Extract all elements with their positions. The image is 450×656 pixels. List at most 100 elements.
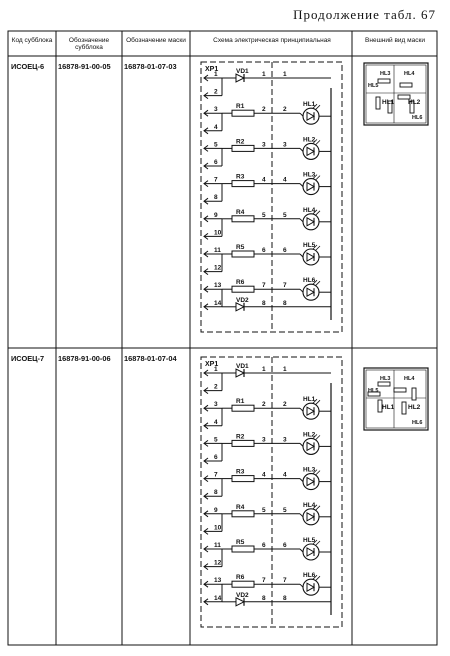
- pin-label: 6: [214, 454, 218, 461]
- resistor-r2: [231, 144, 255, 152]
- pin-label: 5: [214, 141, 218, 148]
- pin-label: 7: [214, 472, 218, 479]
- pin-label: 12: [214, 265, 222, 272]
- mask-led: [393, 387, 407, 393]
- resistor-r5: [231, 545, 255, 553]
- led-symbol: [306, 441, 316, 452]
- node-label: 6: [283, 542, 287, 549]
- schematic-frame: [200, 356, 343, 628]
- led-hl3: [302, 473, 320, 491]
- led-hl4: [302, 213, 320, 231]
- connector-label: XP1: [205, 361, 218, 368]
- resistor-label: R3: [236, 174, 245, 181]
- row1-designation: 16878-91-00-05: [58, 62, 111, 71]
- pin-label: 14: [214, 595, 222, 602]
- pin-label: 11: [214, 247, 221, 254]
- header-schematic: Схема электрическая принципиальная: [213, 37, 331, 44]
- resistor-r1: [231, 404, 255, 412]
- node-label: 6: [262, 542, 266, 549]
- resistor-r6: [231, 580, 255, 588]
- led-symbol: [306, 476, 316, 487]
- header-designation: Обозначение субблока: [68, 37, 110, 51]
- resistor-label: R3: [236, 469, 245, 476]
- node-label: 3: [262, 141, 266, 148]
- node-label: 1: [283, 366, 287, 373]
- resistor-r2: [231, 439, 255, 447]
- led-label: HL3: [303, 172, 316, 179]
- led-symbol: [306, 406, 316, 417]
- resistor-label: R1: [236, 398, 245, 405]
- led-hl3: [302, 178, 320, 196]
- mask-inner: [365, 64, 427, 124]
- node-label: 5: [262, 507, 266, 514]
- node-label: 4: [283, 472, 287, 479]
- mask-led: [367, 391, 381, 397]
- mask-led: [375, 96, 381, 110]
- mask-outline: [363, 367, 429, 431]
- resistor-label: R5: [236, 539, 245, 546]
- resistor-label: R1: [236, 103, 245, 110]
- pin-label: 10: [214, 524, 222, 531]
- led-symbol: [306, 181, 316, 192]
- diode-vd2: [235, 596, 246, 607]
- pin-label: 4: [214, 419, 218, 426]
- led-hl6: [302, 578, 320, 596]
- pin-label: 7: [214, 177, 218, 184]
- led-label: HL2: [303, 136, 316, 143]
- led-symbol: [306, 511, 316, 522]
- resistor-label: R6: [236, 279, 245, 286]
- mask-label: HL5: [368, 83, 378, 89]
- pin-label: 12: [214, 560, 222, 567]
- mask-led: [409, 100, 415, 114]
- mask-label: HL2: [408, 404, 421, 411]
- pin-label: 13: [214, 282, 222, 289]
- row2-code: ИСОЕЦ-7: [11, 354, 45, 363]
- pin-label: 11: [214, 542, 221, 549]
- pin-label: 1: [214, 71, 218, 78]
- pin-label: 1: [214, 366, 218, 373]
- node-label: 1: [262, 366, 266, 373]
- led-symbol: [306, 216, 316, 227]
- led-hl2: [302, 437, 320, 455]
- mask-label: HL1: [382, 99, 395, 106]
- led-symbol: [306, 582, 316, 593]
- led-hl2: [302, 142, 320, 160]
- mask-led: [377, 78, 391, 84]
- node-label: 4: [283, 177, 287, 184]
- continuation-caption: Продолжение табл. 67: [293, 7, 436, 22]
- diode-vd1-label: VD1: [236, 68, 249, 75]
- table-grid: [7, 30, 438, 646]
- resistor-r6: [231, 285, 255, 293]
- node-label: 6: [283, 247, 287, 254]
- diode-vd2-label: VD2: [236, 592, 249, 599]
- node-label: 2: [262, 106, 266, 113]
- node-label: 7: [283, 282, 287, 289]
- header-code: Код субблока: [11, 37, 53, 44]
- diode-vd1-label: VD1: [236, 363, 249, 370]
- mask-led: [377, 381, 391, 387]
- diode-vd1: [235, 368, 246, 378]
- pin-label: 10: [214, 229, 222, 236]
- diode-vd1: [235, 73, 246, 83]
- resistor-label: R2: [236, 138, 245, 145]
- node-label: 4: [262, 177, 266, 184]
- pin-label: 14: [214, 300, 222, 307]
- led-symbol: [306, 146, 316, 157]
- node-label: 7: [262, 577, 266, 584]
- resistor-label: R2: [236, 433, 245, 440]
- mask-label: HL4: [404, 71, 415, 77]
- mask-label: HL6: [412, 115, 422, 121]
- mask-led: [411, 387, 417, 401]
- resistor-label: R4: [236, 504, 245, 511]
- node-label: 8: [283, 595, 287, 602]
- led-label: HL6: [303, 277, 316, 284]
- node-label: 7: [262, 282, 266, 289]
- mask-led: [401, 401, 407, 415]
- mask-label: HL3: [380, 71, 390, 77]
- mask-label: HL1: [382, 404, 395, 411]
- led-symbol: [306, 111, 316, 122]
- mask-inner: [365, 369, 427, 429]
